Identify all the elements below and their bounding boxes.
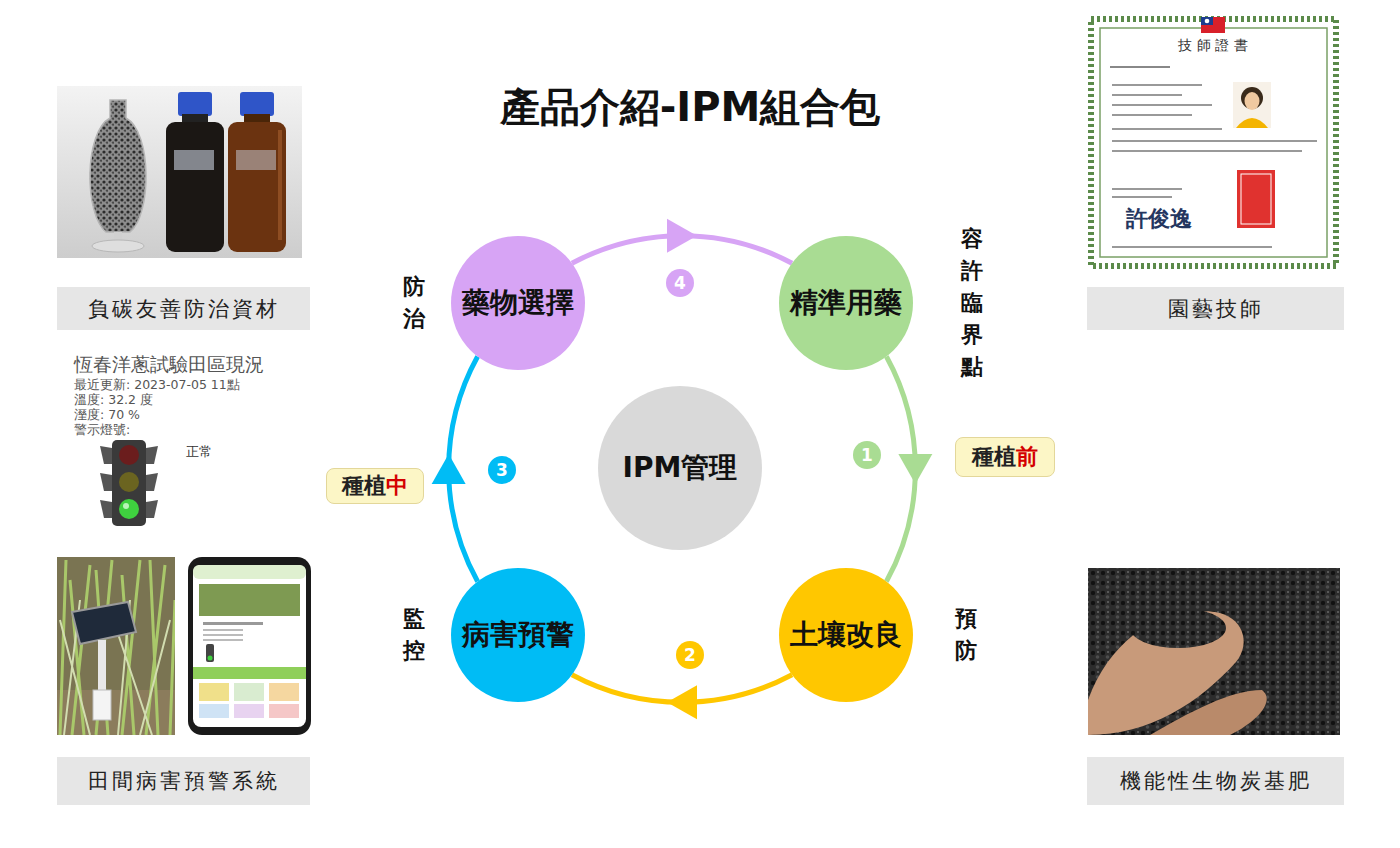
circle-fill [451, 236, 585, 370]
callout-text: 3 [496, 460, 508, 480]
circle-fill [451, 568, 585, 702]
traffic-light [100, 440, 158, 526]
photo-caption: 田間病害預警系統 [57, 757, 310, 805]
callout-text: 2 [684, 645, 696, 665]
tag-text: 前 [1016, 442, 1038, 472]
caption-text: 田間病害預警系統 [88, 767, 280, 795]
caption-text: 機能性生物炭基肥 [1120, 767, 1312, 795]
circle-label: 土壤改良 [790, 616, 902, 654]
dashboard-text: 溫度: 32.2 度 [74, 392, 153, 409]
stage-tag: 種植前 [955, 437, 1055, 477]
callout-text: 4 [674, 273, 686, 293]
biochar-photo [1088, 568, 1340, 735]
tag-text: 種植 [972, 442, 1016, 472]
callout-number: 4 [666, 269, 694, 297]
side-label: 預防 [955, 603, 977, 667]
arrow-head [667, 219, 697, 253]
circle-label: 病害預警 [462, 616, 574, 654]
bottles-photo [57, 86, 302, 258]
tag-text: 種植 [342, 471, 386, 501]
circle-fill [779, 568, 913, 702]
phone-illustration [188, 557, 311, 735]
arrow-head [898, 454, 932, 484]
cycle-arrow [572, 675, 792, 720]
certificate-text: 許俊逸 [1126, 204, 1192, 234]
photo-caption: 機能性生物炭基肥 [1087, 757, 1344, 805]
circle-label: 藥物選擇 [462, 284, 574, 322]
caption-text: 負碳友善防治資材 [88, 295, 280, 323]
dashboard-text: 恆春洋蔥試驗田區現況 [74, 352, 264, 378]
callout-text: 1 [861, 445, 873, 465]
side-label: 容許 臨界點 [961, 223, 983, 382]
side-label: 防治 [403, 271, 425, 335]
callout-number: 3 [488, 456, 516, 484]
dashboard-text: 最近更新: 2023-07-05 11點 [74, 377, 240, 394]
cycle-arrow [572, 219, 792, 264]
stage-tag: 種植中 [326, 468, 424, 504]
circle-label: 精準用藥 [790, 284, 902, 322]
process-circle: 病害預警監控 [451, 568, 585, 702]
diagram-title: 產品介紹-IPM組合包 [290, 80, 1090, 135]
circle-fill [598, 386, 762, 550]
photo-caption: 負碳友善防治資材 [57, 287, 310, 330]
photo-caption: 園藝技師 [1087, 287, 1344, 330]
certificate-text: 技 師 證 書 [1113, 37, 1313, 55]
certificate [1087, 15, 1340, 270]
dashboard-text: 警示燈號: [74, 422, 130, 439]
caption-text: 園藝技師 [1168, 295, 1264, 323]
circle-fill [853, 441, 881, 469]
arrow-head [432, 454, 466, 484]
dashboard-text: 溼度: 70 % [74, 407, 140, 424]
cycle-arrow [432, 356, 478, 581]
hub-circle: IPM管理 [598, 386, 762, 550]
circle-label: IPM管理 [623, 449, 738, 487]
callout-number: 2 [676, 641, 704, 669]
process-circle: 土壤改良預防 [779, 568, 913, 702]
cycle-arrow [886, 356, 932, 581]
tag-text: 中 [386, 471, 408, 501]
circle-fill [488, 456, 516, 484]
status-text: 正常 [186, 443, 212, 461]
arrow-head [667, 685, 697, 719]
field-photo [57, 557, 175, 735]
process-circle: 藥物選擇防治 [451, 236, 585, 370]
process-circle: 精準用藥容許 臨界點 [779, 236, 913, 370]
callout-number: 1 [853, 441, 881, 469]
circle-fill [779, 236, 913, 370]
circle-fill [676, 641, 704, 669]
circle-fill [666, 269, 694, 297]
side-label: 監控 [403, 603, 425, 667]
